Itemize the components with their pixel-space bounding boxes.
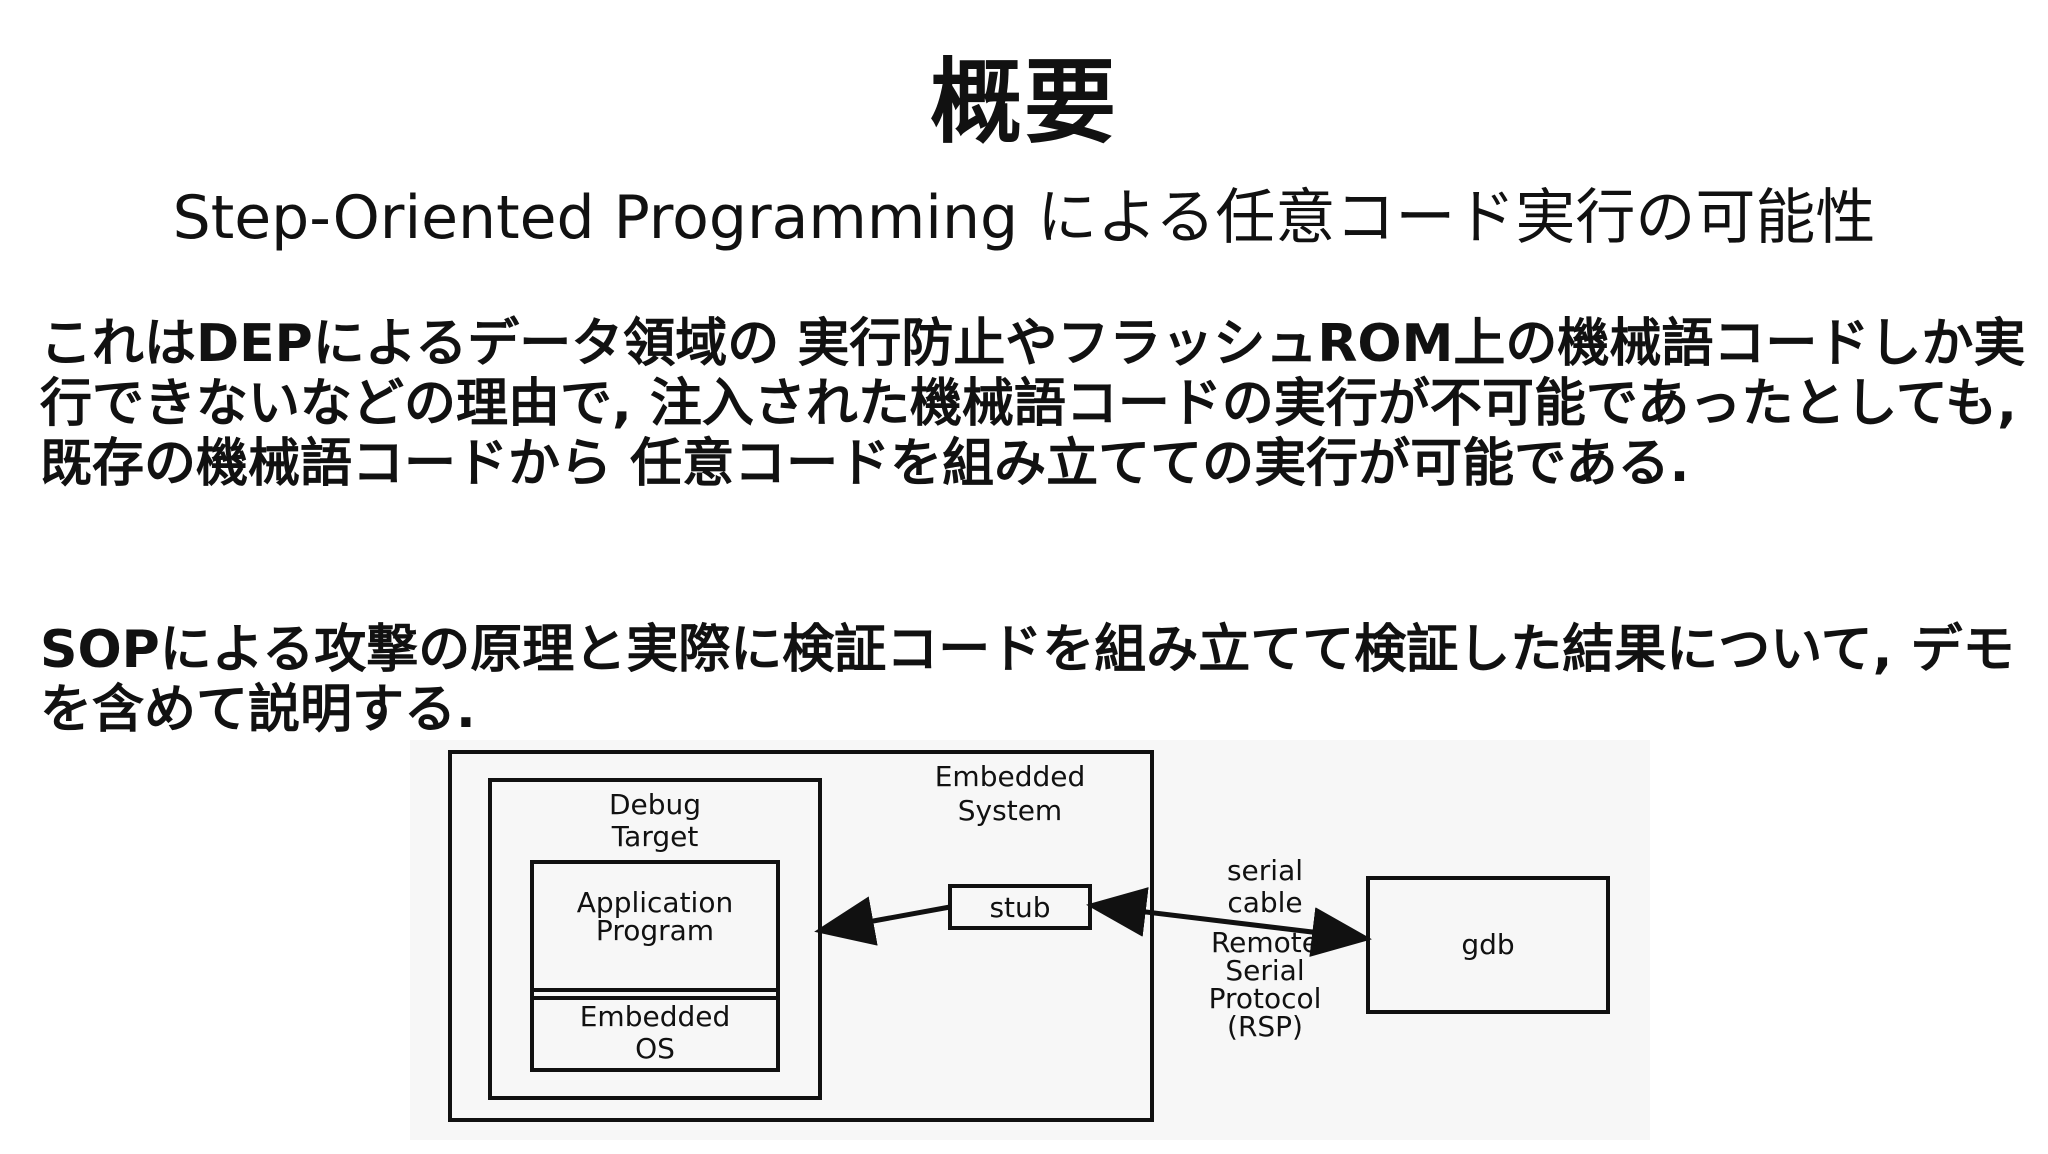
serial-cable-label-line2: cable <box>1227 886 1302 919</box>
rsp-label-line2: Serial <box>1225 954 1304 987</box>
gdb-label: gdb <box>1461 928 1514 961</box>
rsp-label-line4: (RSP) <box>1227 1010 1303 1043</box>
embedded-system-label-line1: Embedded <box>935 760 1086 793</box>
debug-target-label-line2: Target <box>611 820 699 853</box>
overview-paragraph-2: SOPによる攻撃の原理と実際に検証コードを組み立てて検証した結果について, デモ… <box>40 620 2015 740</box>
slide-subtitle: Step-Oriented Programming による任意コード実行の可能性 <box>172 183 1876 253</box>
serial-cable-label-line1: serial <box>1227 854 1303 887</box>
gdb-remote-debug-diagram: Embedded System Debug Target Application… <box>410 740 1650 1140</box>
slide-title: 概要 <box>929 49 1118 156</box>
embedded-os-label-line1: Embedded <box>580 1000 731 1033</box>
embedded-os-box <box>530 988 780 1072</box>
stub-label: stub <box>989 891 1050 924</box>
application-program-label-line1: Application <box>577 886 733 919</box>
embedded-os-label-line2: OS <box>635 1032 675 1065</box>
stub-to-application-arrow <box>814 896 951 946</box>
overview-paragraph-1: これはDEPによるデータ領域の 実行防止やフラッシュROM上の機械語コードしか実… <box>40 314 2026 494</box>
debug-target-label-line1: Debug <box>609 788 701 821</box>
diagram-canvas: Embedded System Debug Target Application… <box>448 750 1610 1122</box>
application-program-label-line2: Program <box>596 914 714 947</box>
application-program-box <box>530 860 780 1000</box>
stub-gdb-double-arrow <box>1086 887 1372 957</box>
rsp-label-line1: Remote <box>1211 926 1319 959</box>
rsp-label-line3: Protocol <box>1209 982 1322 1015</box>
embedded-system-label-line2: System <box>958 794 1062 827</box>
